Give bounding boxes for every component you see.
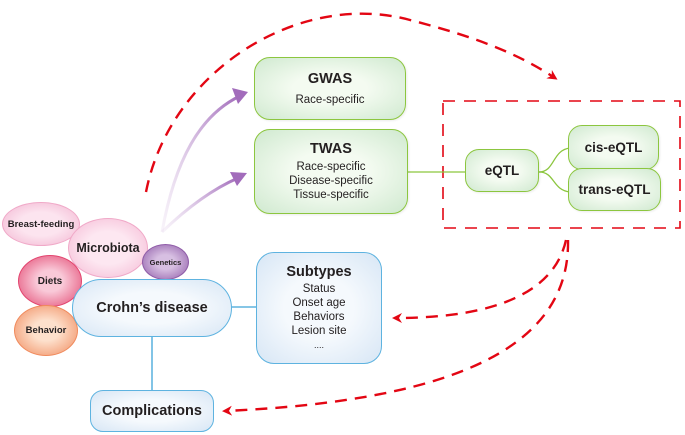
microbiota-factor: Microbiota	[68, 218, 148, 278]
breast-feeding-factor: Breast-feeding	[2, 202, 80, 246]
subtype-item: Onset age	[292, 297, 346, 309]
twas-item: Race-specific	[296, 161, 366, 173]
subtype-item: Lesion site	[291, 325, 347, 337]
subtypes-title: Subtypes	[286, 264, 352, 280]
eqtl-dashed-box	[442, 100, 681, 229]
subtype-item: Status	[302, 283, 336, 295]
dashed-arrow-to-complications	[222, 239, 570, 416]
diets-label: Diets	[37, 275, 63, 287]
dashed-arrow-microbiota-to-eqtl	[144, 12, 558, 193]
twas-node: TWAS Race-specific Disease-specific Tiss…	[254, 129, 408, 214]
genetics-label: Genetics	[149, 257, 182, 267]
crohns-disease-label: Crohn’s disease	[96, 300, 208, 316]
trans-eqtl-label: trans-eQTL	[578, 182, 651, 197]
gwas-title: GWAS	[307, 70, 353, 87]
genetics-factor: Genetics	[142, 244, 189, 280]
eqtl-node: eQTL	[465, 149, 539, 192]
purple-arrowhead-gwas	[232, 88, 248, 104]
subtypes-node: Subtypes Status Onset age Behaviors Lesi…	[256, 252, 382, 364]
trans-eqtl-node: trans-eQTL	[568, 168, 661, 211]
purple-arrow-to-gwas	[160, 94, 241, 233]
eqtl-label: eQTL	[484, 163, 520, 178]
microbiota-label: Microbiota	[76, 241, 140, 255]
behavior-factor: Behavior	[14, 305, 78, 356]
gwas-node: GWAS Race-specific	[254, 57, 406, 120]
crohns-disease-node: Crohn’s disease	[72, 279, 232, 337]
eqtl-cis-branch	[538, 147, 571, 173]
complications-label: Complications	[102, 403, 202, 419]
twas-item: Tissue-specific	[293, 189, 369, 201]
twas-title: TWAS	[310, 141, 352, 157]
purple-arrowhead-twas	[230, 172, 247, 186]
complications-node: Complications	[90, 390, 214, 432]
breast-feeding-label: Breast-feeding	[7, 218, 75, 230]
twas-item: Disease-specific	[289, 175, 373, 187]
diets-factor: Diets	[18, 255, 82, 307]
subtype-item: ....	[313, 340, 324, 350]
gwas-item: Race-specific	[295, 93, 365, 106]
cis-eqtl-label: cis-eQTL	[584, 140, 643, 155]
purple-arrow-to-twas	[160, 176, 239, 234]
subtype-item: Behaviors	[293, 311, 345, 323]
dashed-arrow-to-subtypes	[392, 239, 568, 323]
behavior-label: Behavior	[25, 325, 67, 336]
cis-eqtl-node: cis-eQTL	[568, 125, 659, 170]
eqtl-trans-branch	[538, 171, 571, 193]
